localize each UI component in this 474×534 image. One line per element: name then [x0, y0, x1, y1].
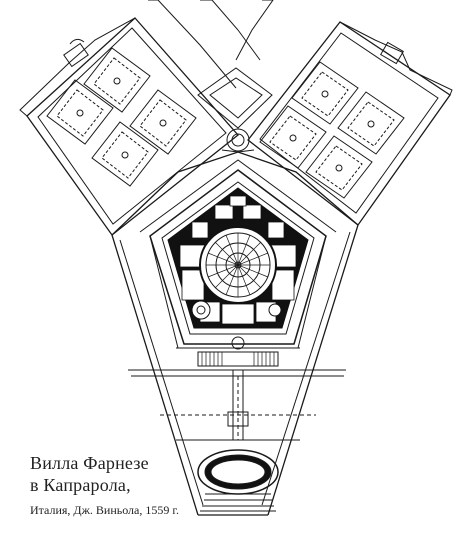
- palace-pentagon: [149, 169, 327, 345]
- central-axis: [160, 370, 316, 441]
- forecourt: [148, 0, 274, 153]
- terrace: [139, 159, 337, 349]
- caption-details: Италия, Дж. Виньола, 1559 г.: [30, 503, 179, 517]
- front-stairs: [128, 336, 346, 377]
- plan-caption: Вилла Фарнезе в Капрарола, Италия, Дж. В…: [30, 452, 179, 519]
- left-garden: [19, 17, 239, 236]
- caption-location: в Капрарола,: [30, 475, 131, 495]
- right-garden: [247, 21, 453, 226]
- lower-exedra: [197, 449, 279, 512]
- caption-title: Вилла Фарнезе: [30, 453, 149, 473]
